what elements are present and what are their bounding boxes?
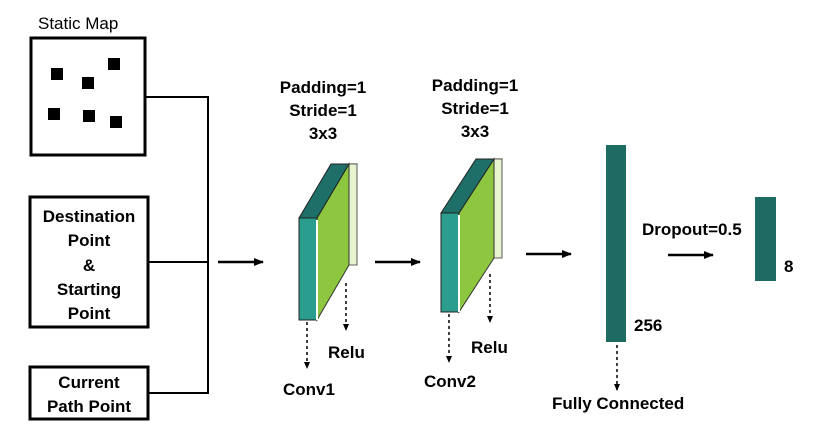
- conv2-param-stride: Stride=1: [441, 99, 509, 118]
- conv1-conv-layer: [298, 217, 318, 321]
- obstacle-icon: [83, 110, 95, 122]
- destination-label-line2: Point: [68, 231, 111, 250]
- destination-label-line4: Starting: [57, 280, 121, 299]
- fully-connected-label: Fully Connected: [552, 394, 684, 413]
- output-layer: [755, 197, 776, 281]
- conv1-label: Conv1: [283, 380, 335, 399]
- conv2-block: Padding=1 Stride=1 3x3 Relu Conv2: [424, 76, 518, 391]
- conv1-param-kernel: 3x3: [309, 124, 337, 143]
- destination-label-line5: Point: [68, 304, 111, 323]
- conv2-label: Conv2: [424, 372, 476, 391]
- conv2-relu-label: Relu: [471, 338, 508, 357]
- conv2-conv-layer: [440, 212, 460, 313]
- current-path-label-line2: Path Point: [47, 397, 131, 416]
- destination-label-line1: Destination: [43, 207, 136, 226]
- dropout-label: Dropout=0.5: [642, 220, 742, 239]
- static-map-obstacles: [48, 58, 122, 128]
- obstacle-icon: [48, 108, 60, 120]
- conv2-param-kernel: 3x3: [461, 122, 489, 141]
- obstacle-icon: [82, 77, 94, 89]
- conv2-param-padding: Padding=1: [432, 76, 518, 95]
- static-map-box: [29, 36, 147, 157]
- conv1-block: Padding=1 Stride=1 3x3 Relu Conv1: [280, 78, 366, 399]
- obstacle-icon: [108, 58, 120, 70]
- current-path-label-line1: Current: [58, 373, 120, 392]
- current-path-box: [28, 365, 150, 421]
- conv1-relu-label: Relu: [328, 343, 365, 362]
- obstacle-icon: [110, 116, 122, 128]
- conv1-param-padding: Padding=1: [280, 78, 366, 97]
- fully-connected-size: 256: [634, 316, 662, 335]
- conv1-param-stride: Stride=1: [289, 101, 357, 120]
- fully-connected-block: 256 Fully Connected: [552, 145, 684, 413]
- conv1-relu-side: [348, 163, 358, 266]
- destination-label-line3: &: [83, 256, 95, 275]
- obstacle-icon: [51, 68, 63, 80]
- conv2-relu-side: [493, 158, 503, 259]
- static-map-title: Static Map: [38, 14, 118, 33]
- input-merge-bracket: [145, 96, 209, 394]
- output-size: 8: [784, 257, 793, 276]
- fully-connected-layer: [606, 145, 626, 342]
